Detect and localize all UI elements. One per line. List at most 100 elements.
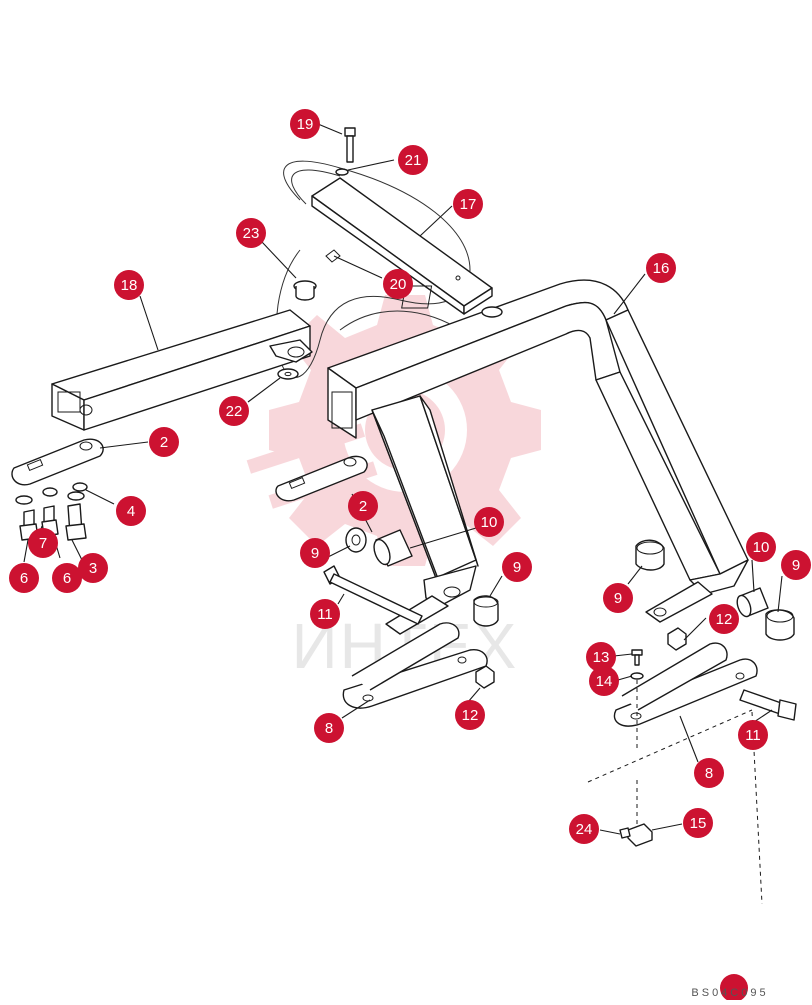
part-8-bracket-left [342,622,488,709]
part-11-bolt-right [739,689,797,721]
part-9-bushing-a [345,527,367,553]
part-13-bolt [631,649,643,666]
callout-label: 14 [596,673,613,690]
part-12-nut-b [667,627,687,651]
callout-circle [300,538,330,568]
callout-9: 9 [300,538,330,568]
callout-12: 12 [709,604,739,634]
callout-label: 8 [325,720,333,737]
callout-circle [9,563,39,593]
callout-label: 22 [226,403,243,420]
callout-circle [52,563,82,593]
callout-circle [746,532,776,562]
callout-10: 10 [746,532,776,562]
callout-label: 11 [317,606,333,623]
callout-circle [694,758,724,788]
part-23-bushing [293,280,317,301]
callout-2: 2 [149,427,179,457]
callout-circle [603,583,633,613]
callout-circle [502,552,532,582]
callout-13: 13 [586,642,616,672]
callout-8: 8 [314,713,344,743]
callout-label: 8 [705,765,713,782]
callout-23: 23 [236,218,266,248]
callout-label: 4 [127,503,135,520]
callout-label: 20 [390,276,407,293]
callout-label: 12 [716,611,733,628]
callout-label: 6 [63,570,71,587]
callout-20: 20 [383,269,413,299]
callout-circle [709,604,739,634]
callout-label: 21 [405,152,422,169]
callout-label: 9 [792,557,800,574]
callout-circle [589,666,619,696]
callout-label: 19 [297,116,314,133]
callout-circle [455,700,485,730]
callout-11: 11 [310,599,340,629]
callout-11: 11 [738,720,768,750]
callout-17: 17 [453,189,483,219]
callout-circle [114,270,144,300]
callout-circle [314,713,344,743]
callout-label: 23 [243,225,260,242]
callout-label: 7 [39,535,47,552]
callout-circle [398,145,428,175]
callout-4: 4 [116,496,146,526]
callout-label: 24 [576,821,593,838]
callout-circle [348,491,378,521]
callout-label: 11 [745,727,761,744]
callout-label: 9 [311,545,319,562]
part-18-tube [51,309,311,431]
callout-9: 9 [603,583,633,613]
callout-circle [683,808,713,838]
callout-19: 19 [290,109,320,139]
callout-18: 18 [114,270,144,300]
callout-circle [28,528,58,558]
callout-16: 16 [646,253,676,283]
callout-7: 7 [28,528,58,558]
callout-9: 9 [502,552,532,582]
callout-8: 8 [694,758,724,788]
callout-label: 2 [359,498,367,515]
callout-9: 9 [781,550,811,580]
callout-6: 6 [52,563,82,593]
callout-circle [781,550,811,580]
code-badge [720,974,748,1002]
callout-label: 17 [460,196,477,213]
part-2-plate-left [11,438,104,486]
callout-15: 15 [683,808,713,838]
callout-label: 3 [89,560,97,577]
callout-label: 16 [653,260,670,277]
part-14-washer [630,672,644,680]
callout-22: 22 [219,396,249,426]
callout-10: 10 [474,507,504,537]
part-9-bushing-b [473,595,499,627]
part-8-bracket-right [613,642,758,727]
callout-label: 6 [20,570,28,587]
callout-label: 9 [614,590,622,607]
part-10-bushing-left [373,529,413,567]
part-16-frame [327,279,749,635]
callout-3: 3 [78,553,108,583]
callout-circle [290,109,320,139]
callout-circle [116,496,146,526]
callout-24: 24 [569,814,599,844]
callout-circle [569,814,599,844]
callout-21: 21 [398,145,428,175]
part-22-washer [277,368,299,380]
callout-circle [586,642,616,672]
part-24-screw [619,827,631,839]
callout-12: 12 [455,700,485,730]
callout-label: 10 [753,539,770,556]
callout-label: 18 [121,277,138,294]
callout-label: 15 [690,815,707,832]
callout-circle [738,720,768,750]
callout-label: 10 [481,514,498,531]
part-9-bushing-c [635,539,665,571]
part-9-bushing-d [765,609,795,641]
callout-circle [383,269,413,299]
callout-circle [78,553,108,583]
callout-6: 6 [9,563,39,593]
callout-14: 14 [589,666,619,696]
